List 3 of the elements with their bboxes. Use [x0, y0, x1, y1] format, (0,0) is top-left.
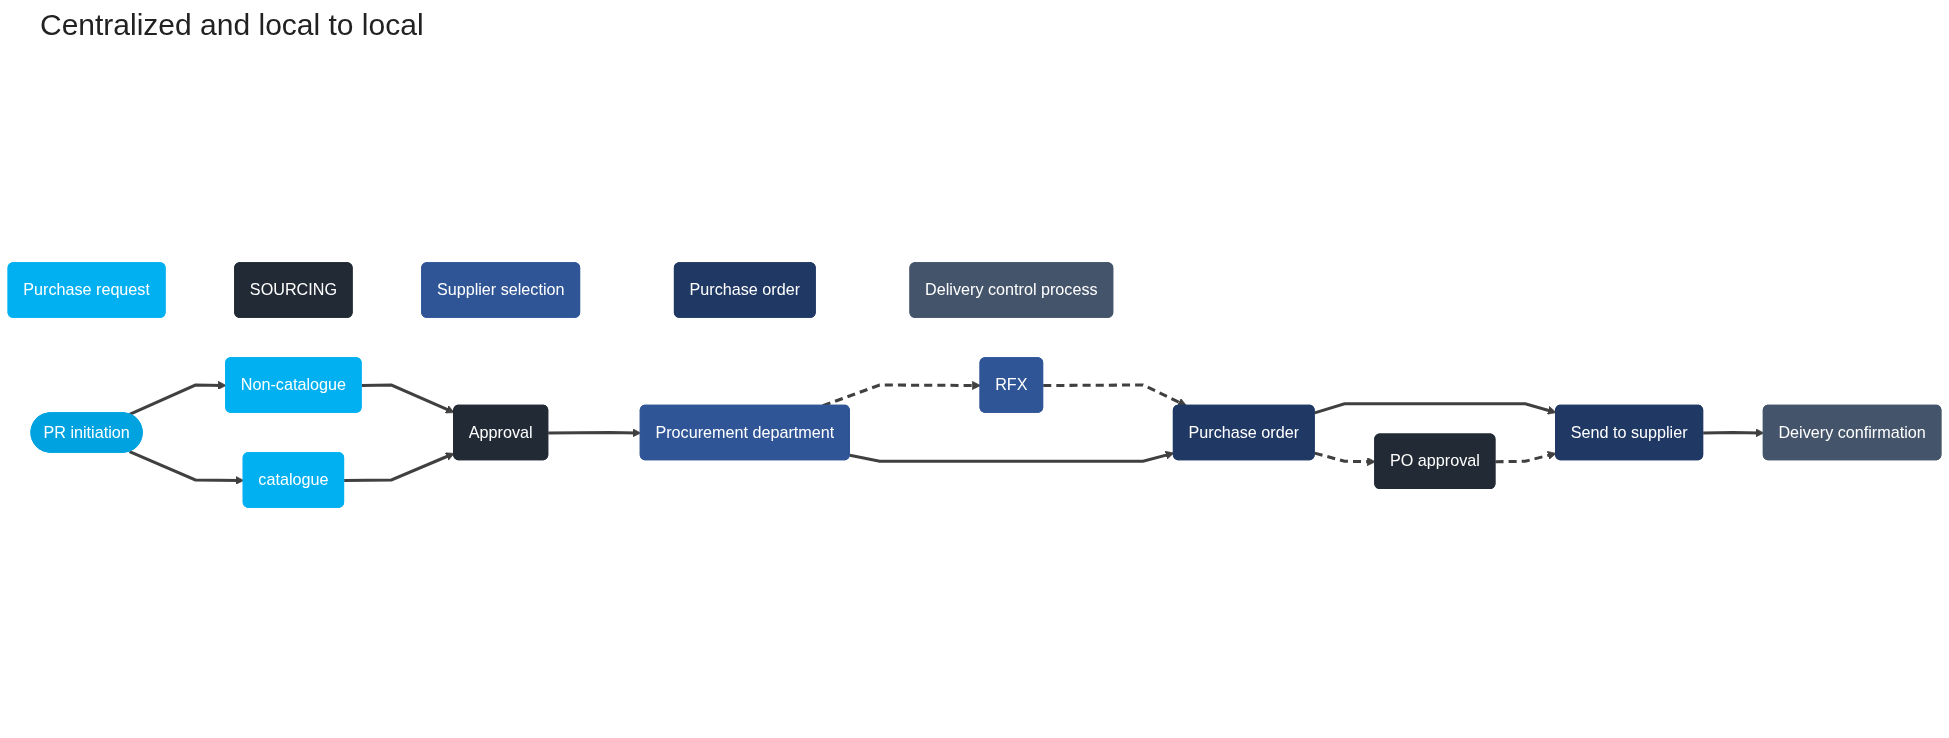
arrow: [344, 452, 455, 482]
arrow: [1043, 383, 1187, 407]
title: Centralized and local to local: [39, 7, 425, 43]
